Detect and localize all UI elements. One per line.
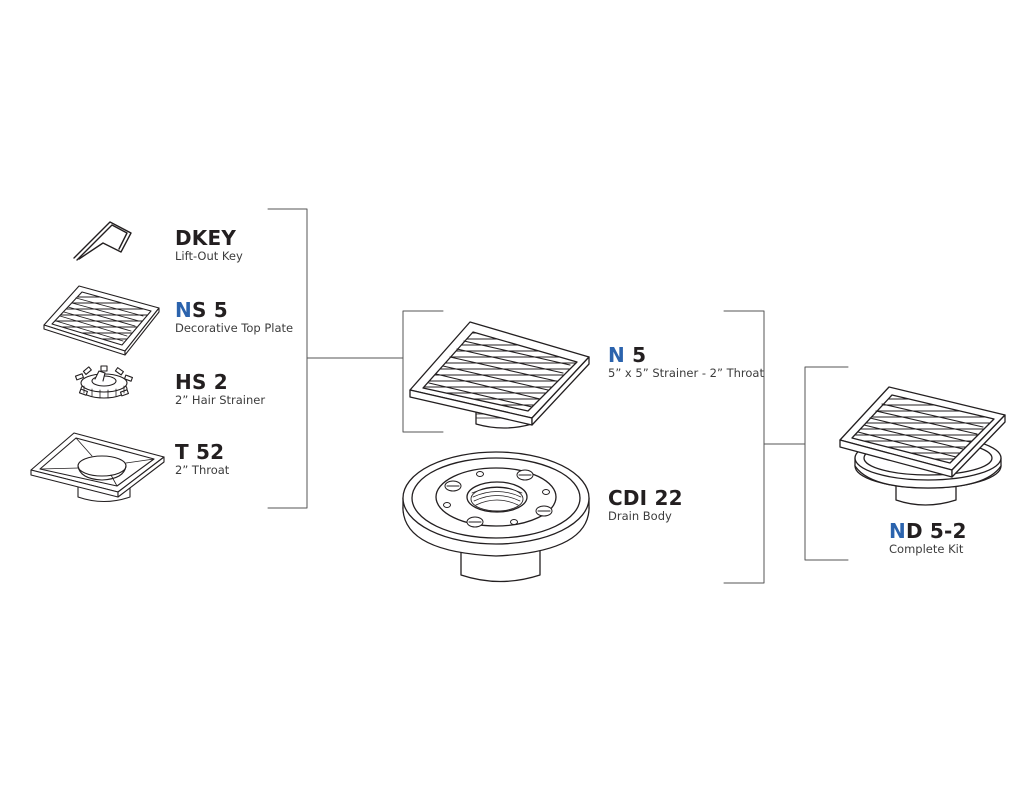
part-description: 5” x 5” Strainer - 2” Throat xyxy=(608,366,764,380)
bracket-left xyxy=(267,208,404,509)
lift-key-icon xyxy=(73,221,132,261)
part-description: Drain Body xyxy=(608,509,672,523)
part-code: CDI 22 xyxy=(608,486,683,510)
strainer-assembly-icon xyxy=(409,321,590,429)
part-code: HS 2 xyxy=(175,370,228,394)
part-code: NS 5 xyxy=(175,298,228,322)
part-description: 2” Hair Strainer xyxy=(175,393,266,407)
part-description: Lift-Out Key xyxy=(175,249,243,263)
bracket-right xyxy=(804,366,849,561)
part-label-nd52: ND 5-2 Complete Kit xyxy=(889,520,967,556)
part-label-hs2: HS 2 2” Hair Strainer xyxy=(175,371,265,407)
part-label-ns5: NS 5 Decorative Top Plate xyxy=(175,299,293,335)
drain-body-icon xyxy=(402,451,590,583)
part-code: N 5 xyxy=(608,343,647,367)
part-label-dkey: DKEY Lift-Out Key xyxy=(175,227,243,263)
bracket-middle-left xyxy=(402,310,444,433)
part-label-cdi22: CDI 22 Drain Body xyxy=(608,487,683,523)
part-description: Complete Kit xyxy=(889,542,964,556)
part-description: 2” Throat xyxy=(175,463,230,477)
part-description: Decorative Top Plate xyxy=(175,321,294,335)
complete-kit-icon xyxy=(839,386,1006,506)
part-label-t52: T 52 2” Throat xyxy=(175,441,229,477)
part-code: T 52 xyxy=(175,440,225,464)
hair-strainer-icon xyxy=(74,365,133,399)
bracket-middle-right xyxy=(723,310,806,584)
part-code: DKEY xyxy=(175,226,237,250)
throat-icon xyxy=(30,432,165,503)
part-code: ND 5-2 xyxy=(889,519,967,543)
part-label-n5: N 5 5” x 5” Strainer - 2” Throat xyxy=(608,344,764,380)
top-plate-icon xyxy=(43,285,160,356)
